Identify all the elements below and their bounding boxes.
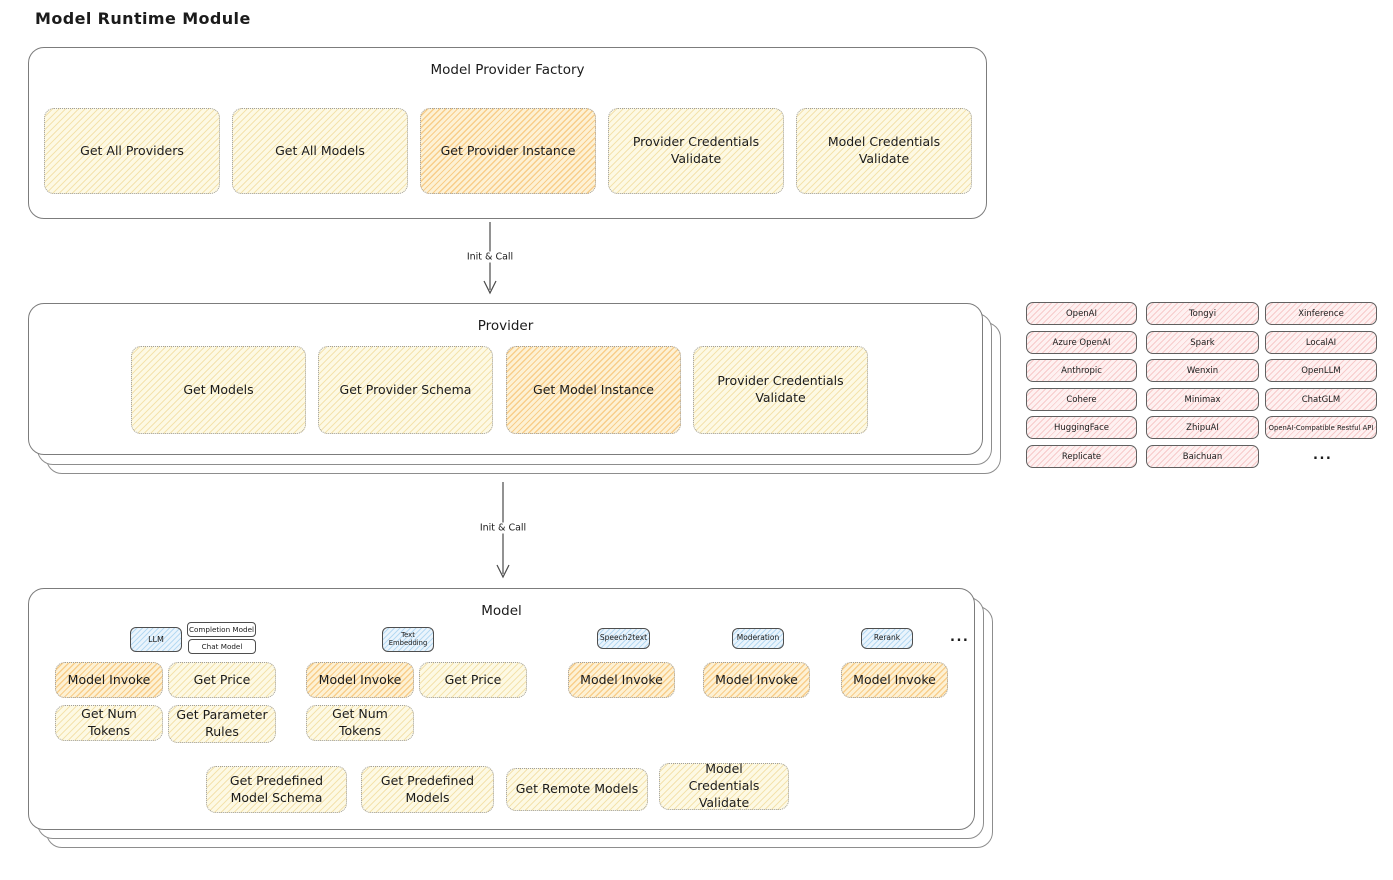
chip-zhipuai: ZhipuAI — [1146, 416, 1259, 439]
page-title: Model Runtime Module — [35, 9, 251, 28]
node-llm-model-invoke: Model Invoke — [55, 662, 163, 698]
node-text-embedding-model-invoke: Model Invoke — [306, 662, 414, 698]
tab-text-embedding: Text Embedding — [382, 627, 434, 652]
node-get-models: Get Models — [131, 346, 306, 434]
chip-minimax: Minimax — [1146, 388, 1259, 411]
node-rerank-model-invoke: Model Invoke — [841, 662, 948, 698]
node-model-credentials-validate: Model Credentials Validate — [796, 108, 972, 194]
model-title: Model — [481, 603, 522, 619]
node-get-remote-models: Get Remote Models — [506, 768, 648, 811]
tab-speech2text: Speech2text — [597, 628, 650, 649]
chip-azure-openai: Azure OpenAI — [1026, 331, 1137, 354]
tab-chat-model: Chat Model — [188, 639, 256, 654]
node-provider-credentials-validate-2: Provider Credentials Validate — [693, 346, 868, 434]
node-get-all-providers: Get All Providers — [44, 108, 220, 194]
chip-wenxin: Wenxin — [1146, 359, 1259, 382]
node-get-predefined-model-schema: Get Predefined Model Schema — [206, 766, 347, 813]
init-call-label-2: Init & Call — [475, 522, 531, 534]
providers-ellipsis: ... — [1313, 448, 1333, 463]
node-get-predefined-models: Get Predefined Models — [361, 766, 494, 813]
node-model-credentials-validate-2: Model Credentials Validate — [659, 761, 789, 810]
factory-title: Model Provider Factory — [430, 62, 585, 78]
node-moderation-model-invoke: Model Invoke — [703, 662, 810, 698]
node-text-embedding-get-num-tokens: Get Num Tokens — [306, 705, 414, 741]
node-text-embedding-get-price: Get Price — [419, 662, 527, 698]
node-llm-get-parameter-rules: Get Parameter Rules — [168, 705, 276, 743]
tab-llm: LLM — [130, 627, 182, 652]
tab-completion-model: Completion Model — [187, 622, 256, 637]
chip-huggingface: HuggingFace — [1026, 416, 1137, 439]
chip-localai: LocalAI — [1265, 331, 1377, 354]
node-get-provider-schema: Get Provider Schema — [318, 346, 493, 434]
chip-openai: OpenAI — [1026, 302, 1137, 325]
chip-openllm: OpenLLM — [1265, 359, 1377, 382]
node-get-model-instance: Get Model Instance — [506, 346, 681, 434]
node-provider-credentials-validate: Provider Credentials Validate — [608, 108, 784, 194]
model-panel: Model LLM Completion Model Chat Model Te… — [28, 588, 975, 830]
chip-replicate: Replicate — [1026, 445, 1137, 468]
chip-baichuan: Baichuan — [1146, 445, 1259, 468]
chip-spark: Spark — [1146, 331, 1259, 354]
chip-cohere: Cohere — [1026, 388, 1137, 411]
node-get-all-models: Get All Models — [232, 108, 408, 194]
tab-moderation: Moderation — [732, 628, 784, 649]
node-llm-get-price: Get Price — [168, 662, 276, 698]
init-call-label-1: Init & Call — [462, 251, 518, 263]
node-llm-get-num-tokens: Get Num Tokens — [55, 705, 163, 741]
tab-rerank: Rerank — [861, 628, 913, 649]
provider-panel: Provider Get Models Get Provider Schema … — [28, 303, 983, 455]
chip-openai-compatible-restful-api: OpenAI-Compatible Restful API — [1265, 416, 1377, 439]
node-get-provider-instance: Get Provider Instance — [420, 108, 596, 194]
tabs-ellipsis: ... — [950, 630, 970, 645]
chip-chatglm: ChatGLM — [1265, 388, 1377, 411]
node-speech2text-model-invoke: Model Invoke — [568, 662, 675, 698]
chip-anthropic: Anthropic — [1026, 359, 1137, 382]
chip-tongyi: Tongyi — [1146, 302, 1259, 325]
chip-xinference: Xinference — [1265, 302, 1377, 325]
factory-panel: Model Provider Factory Get All Providers… — [28, 47, 987, 219]
provider-title: Provider — [477, 318, 534, 334]
